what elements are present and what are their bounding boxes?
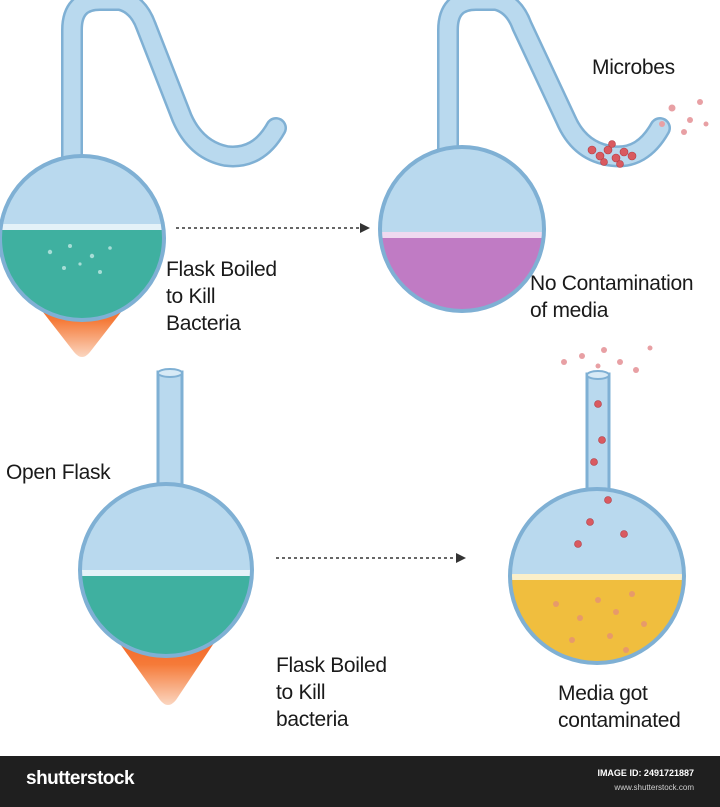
image-id: IMAGE ID: 2491721887 [597, 768, 694, 778]
label-microbes: Microbes [592, 56, 675, 79]
bubbles [47, 244, 112, 274]
teal-media [0, 228, 164, 320]
label-contaminated: Media got contaminated [558, 682, 681, 732]
label-no-contamination: No Contamination of media [530, 272, 694, 322]
flask-contaminated [508, 345, 686, 665]
airborne-microbes [659, 99, 709, 135]
flask-no-contamination [378, 0, 709, 313]
brand-logo: shutterstock [26, 768, 135, 789]
label-boiled-top: Flask Boiled to Kill Bacteria [166, 258, 277, 335]
site-url: www.shutterstock.com [614, 783, 694, 792]
falling-microbes [574, 400, 628, 548]
straight-neck-tube [585, 372, 611, 498]
footer-bar: shutterstock IMAGE ID: 2491721887 www.sh… [0, 756, 720, 807]
label-boiled-bottom: Flask Boiled to Kill bacteria [276, 654, 387, 731]
label-open-flask: Open Flask [6, 461, 111, 484]
teal-media [80, 574, 252, 656]
arrow-top [176, 223, 370, 233]
trapped-microbes [587, 140, 637, 168]
straight-neck-tube [156, 370, 184, 494]
flask-open [78, 368, 254, 705]
microbes-in-media [553, 591, 647, 653]
arrow-bottom [276, 553, 466, 563]
airborne-microbes [561, 345, 653, 373]
swan-neck-flask-diagram [0, 0, 709, 705]
